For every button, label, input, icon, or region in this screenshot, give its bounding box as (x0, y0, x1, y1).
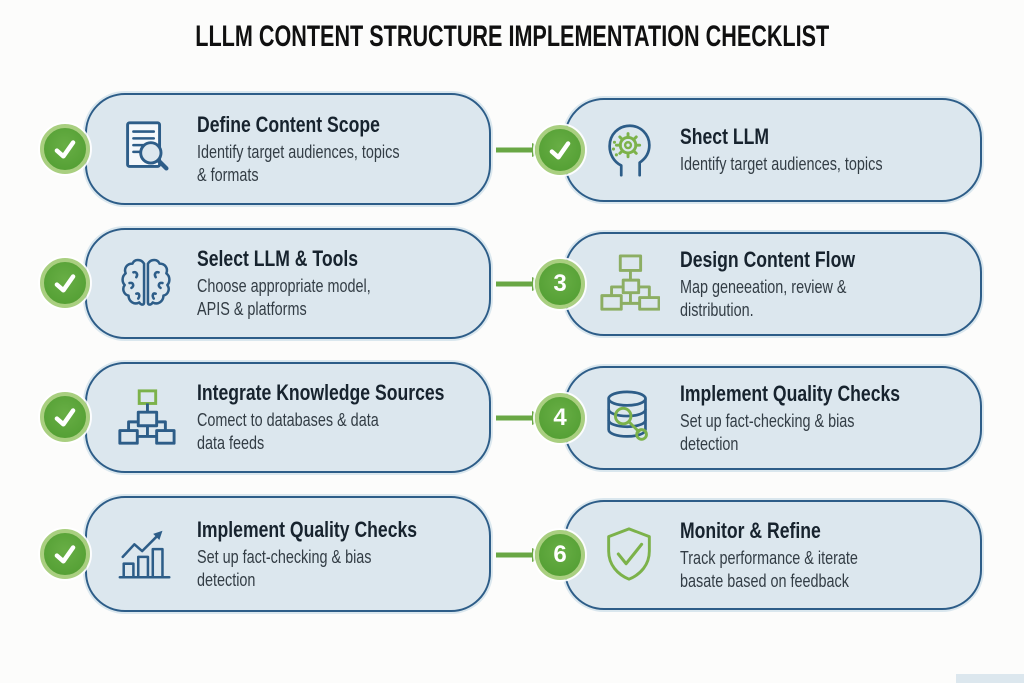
card-text: Shect LLM Identify target audiences, top… (680, 124, 883, 176)
card-title: Integrate Knowledge Sources (197, 380, 445, 405)
card-title: Select LLM & Tools (197, 246, 359, 271)
check-badge (40, 529, 90, 579)
check-badge (535, 125, 585, 175)
card-description: Comect to databases & data data feeds (197, 410, 379, 453)
card-text: Integrate Knowledge Sources Comect to da… (197, 380, 445, 455)
knowledge-tree-icon (113, 385, 179, 451)
card-description: Set up fact-checking & bias detection (680, 410, 855, 454)
card-shect-llm: Shect LLM Identify target audiences, top… (564, 98, 982, 202)
card-title: Design Content Flow (680, 246, 856, 272)
card-description: Choose appropriate model, APIS & platfor… (197, 276, 371, 319)
check-badge (40, 392, 90, 442)
badge-number: 4 (553, 404, 567, 431)
check-badge (40, 258, 90, 308)
database-search-icon (596, 385, 662, 451)
head-gears-icon (596, 117, 662, 183)
card-integrate-knowledge-sources: Integrate Knowledge Sources Comect to da… (85, 362, 491, 473)
document-search-icon (113, 116, 179, 182)
card-title: Shect LLM (680, 124, 769, 149)
corner-artifact (956, 674, 1024, 683)
check-badge (40, 124, 90, 174)
card-design-content-flow: Design Content Flow Map geneeation, revi… (564, 232, 982, 336)
card-text: Implement Quality Checks Set up fact-che… (197, 517, 417, 592)
card-implement-quality-checks: Implement Quality Checks Set up fact-che… (564, 366, 982, 470)
card-text: Implement Quality Checks Set up fact-che… (680, 381, 900, 456)
card-text: Monitor & Refine Track performance & ite… (680, 518, 858, 593)
page-title: LLLM CONTENT STRUCTURE IMPLEMENTATION CH… (0, 20, 1024, 54)
card-description: Identify target audiences, topics (680, 154, 883, 174)
brain-icon (113, 251, 179, 317)
page-title-text: LLLM CONTENT STRUCTURE IMPLEMENTATION CH… (195, 20, 829, 53)
flowchart-icon (596, 251, 662, 317)
badge-number: 6 (553, 541, 567, 568)
card-text: Design Content Flow Map geneeation, revi… (680, 247, 855, 322)
card-description: Track performance & iterate basate based… (680, 547, 858, 591)
card-title: Define Content Scope (197, 111, 380, 137)
card-description: Map geneeation, review & distribution. (680, 276, 847, 320)
card-title: Implement Quality Checks (197, 516, 418, 542)
badge-number: 3 (553, 270, 567, 297)
card-title: Monitor & Refine (680, 517, 821, 543)
number-badge: 4 (535, 393, 585, 443)
card-text: Select LLM & Tools Choose appropriate mo… (197, 246, 371, 321)
card-description: Identify target audiences, topics & form… (197, 141, 400, 185)
number-badge: 3 (535, 259, 585, 309)
card-implement-quality-checks-2: Implement Quality Checks Set up fact-che… (85, 496, 491, 612)
bar-chart-growth-icon (113, 521, 179, 587)
card-select-llm-tools: Select LLM & Tools Choose appropriate mo… (85, 228, 491, 339)
card-title: Implement Quality Checks (680, 380, 901, 406)
card-monitor-refine: Monitor & Refine Track performance & ite… (564, 500, 982, 610)
number-badge: 6 (535, 530, 585, 580)
card-description: Set up fact-checking & bias detection (197, 546, 372, 590)
card-define-content-scope: Define Content Scope Identify target aud… (85, 93, 491, 205)
card-text: Define Content Scope Identify target aud… (197, 112, 400, 187)
shield-check-icon (596, 522, 662, 588)
